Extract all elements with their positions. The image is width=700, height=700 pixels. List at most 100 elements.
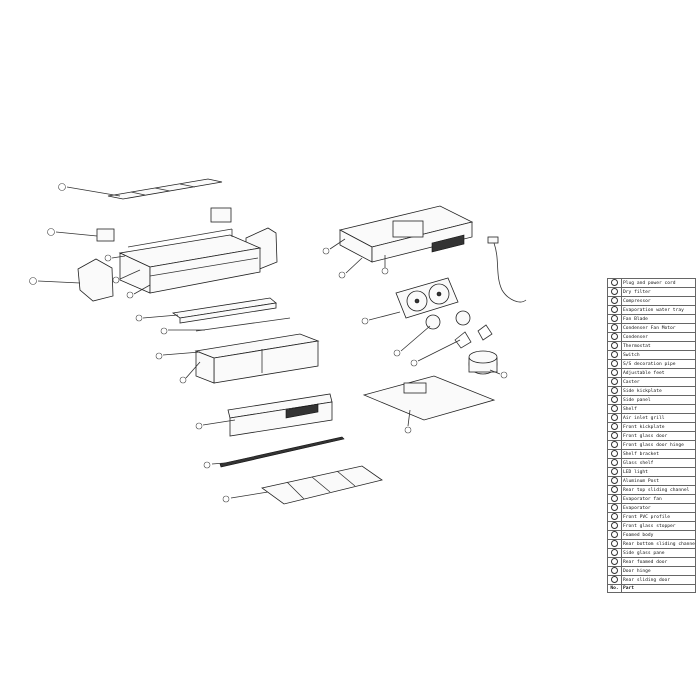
- callout-circle-icon: [611, 378, 618, 385]
- parts-table-row: Door hinge: [607, 566, 696, 576]
- part-name-cell: Front kickplate: [621, 422, 696, 432]
- part-name-cell: Evaporator: [621, 503, 696, 513]
- part-number-cell: [607, 539, 622, 549]
- side-panel-left: [77, 258, 114, 302]
- parts-table-row: Glass shelf: [607, 458, 696, 468]
- callout-circle-icon: [611, 459, 618, 466]
- front-profile: [171, 297, 277, 324]
- part-name-cell: Dry filter: [621, 287, 696, 297]
- parts-table-row: Front glass door hinge: [607, 440, 696, 450]
- front-glass-stopper: [219, 436, 345, 468]
- part-name-cell: Side kickplate: [621, 386, 696, 396]
- parts-table-row: Side kickplate: [607, 386, 696, 396]
- part-name-cell: Compressor: [621, 296, 696, 306]
- leader-lines: [37, 186, 501, 499]
- callout-circle-icon: [611, 396, 618, 403]
- part-number-cell: [607, 494, 622, 504]
- part-number-cell: [607, 341, 622, 351]
- callout-circle-icon: [611, 504, 618, 511]
- part-number-cell: [607, 512, 622, 522]
- callout-circle-icon: [611, 306, 618, 313]
- parts-table-row: Air inlet grill: [607, 413, 696, 423]
- parts-table-row: Front PVC profile: [607, 512, 696, 522]
- part-name-cell: Front glass stopper: [621, 521, 696, 531]
- part-number-cell: [607, 386, 622, 396]
- part-number-cell: [607, 431, 622, 441]
- parts-table-row: Shelf: [607, 404, 696, 414]
- upper-cabinet-body: [118, 228, 262, 294]
- plug-and-power-cord: [487, 236, 527, 303]
- part-number-cell: [607, 548, 622, 558]
- part-name-cell: Condenser Fan Motor: [621, 323, 696, 333]
- part-name-cell: Thermostat: [621, 341, 696, 351]
- compressor: [468, 350, 498, 375]
- part-number-cell: [607, 503, 622, 513]
- callout-circle-icon: [611, 495, 618, 502]
- callout-circle-icon: [611, 531, 618, 538]
- parts-table-row: Fan Blade: [607, 314, 696, 324]
- part-name-cell: LED light: [621, 467, 696, 477]
- parts-table-row: Aluminum Post: [607, 476, 696, 486]
- callout-circle-icon: [611, 423, 618, 430]
- part-name-cell: Glass shelf: [621, 458, 696, 468]
- part-name-cell: Air inlet grill: [621, 413, 696, 423]
- parts-table-row: Rear foamed door: [607, 557, 696, 567]
- part-number-cell: [607, 476, 622, 486]
- parts-table-row: Rear bottom sliding channel: [607, 539, 696, 549]
- fan-motors: [425, 310, 493, 349]
- parts-table-row: Shelf bracket: [607, 449, 696, 459]
- callout-circle-icon: [611, 477, 618, 484]
- parts-table-row: LED light: [607, 467, 696, 477]
- part-name-cell: Rear foamed door: [621, 557, 696, 567]
- part-name-cell: Rear bottom sliding channel: [621, 539, 696, 549]
- part-number-cell: [607, 287, 622, 297]
- callout-circle-icon: [611, 288, 618, 295]
- part-number-cell: [607, 368, 622, 378]
- parts-table-row: Side glass pane: [607, 548, 696, 558]
- callout-markers: [29, 183, 508, 503]
- callout-circle-icon: [611, 387, 618, 394]
- parts-table-row: Side panel: [607, 395, 696, 405]
- callout-circle-icon: [611, 315, 618, 322]
- part-number-cell: [607, 566, 622, 576]
- front-kickplate: [227, 393, 333, 437]
- parts-table-row: Front kickplate: [607, 422, 696, 432]
- parts-table-row: S/S decoration pipe: [607, 359, 696, 369]
- led-light: [195, 317, 291, 332]
- callout-circle-icon: [611, 333, 618, 340]
- callout-circle-icon: [611, 558, 618, 565]
- part-name-cell: Foamed body: [621, 530, 696, 540]
- part-name-cell: Fan Blade: [621, 314, 696, 324]
- parts-table-row: Dry filter: [607, 287, 696, 297]
- part-number-cell: [607, 404, 622, 414]
- glass-shelf: [261, 465, 383, 505]
- parts-table-row: Evaporation water tray: [607, 305, 696, 315]
- callout-circle-icon: [611, 351, 618, 358]
- part-number-cell: [607, 377, 622, 387]
- part-number-cell: [607, 359, 622, 369]
- part-number-cell: [607, 449, 622, 459]
- part-number-cell: [607, 278, 622, 288]
- parts-table-row: Front glass door: [607, 431, 696, 441]
- callout-circle-icon: [611, 324, 618, 331]
- callout-circle-icon: [611, 567, 618, 574]
- parts-table-row: Front glass stopper: [607, 521, 696, 531]
- part-name-cell: Rear sliding door: [621, 575, 696, 585]
- parts-table-row: Rear top sliding channel: [607, 485, 696, 495]
- callout-circle-icon: [611, 540, 618, 547]
- part-name-cell: Shelf bracket: [621, 449, 696, 459]
- part-number-cell: [607, 458, 622, 468]
- small-panel-left: [96, 228, 115, 242]
- part-number-cell: [607, 521, 622, 531]
- callout-circle-icon: [611, 576, 618, 583]
- callout-circle-icon: [611, 342, 618, 349]
- header-part: Part: [621, 583, 696, 594]
- parts-table-row: Adjustable feet: [607, 368, 696, 378]
- part-number-cell: [607, 440, 622, 450]
- part-number-cell: [607, 413, 622, 423]
- parts-table-row: Condenser: [607, 332, 696, 342]
- part-name-cell: Front PVC profile: [621, 512, 696, 522]
- callout-circle-icon: [611, 468, 618, 475]
- base-plate: [362, 375, 496, 421]
